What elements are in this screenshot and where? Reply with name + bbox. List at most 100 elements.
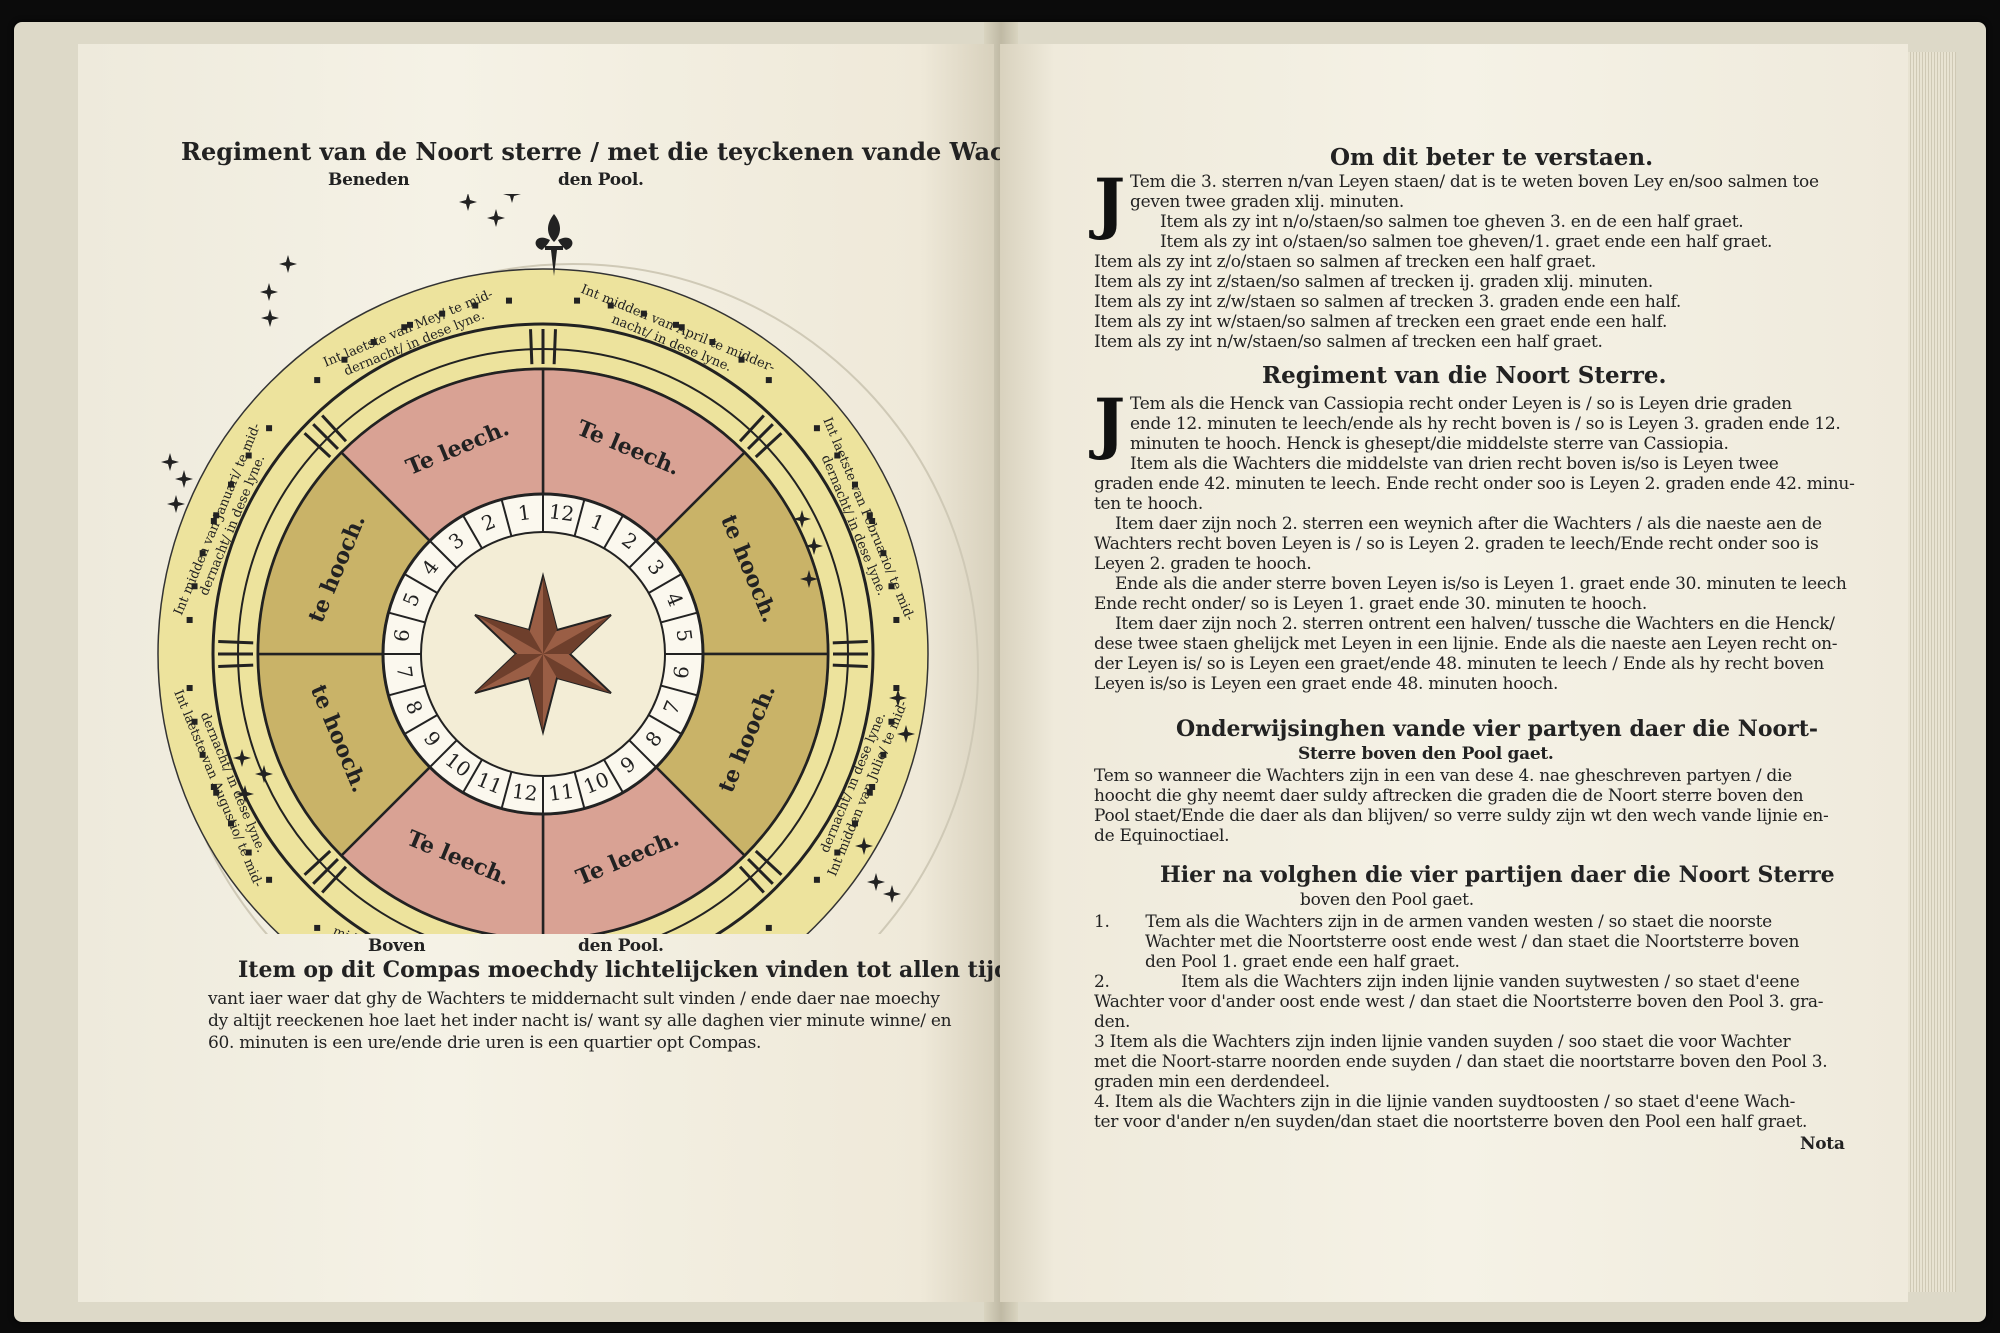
hour-divider [388, 611, 426, 624]
star-icon [167, 495, 185, 513]
star-icon [889, 689, 907, 707]
ring-tick [754, 432, 783, 459]
ring-dot [869, 783, 876, 790]
page-edges [1908, 52, 1956, 1292]
ring-tick [218, 640, 254, 645]
ring-dot [245, 452, 252, 459]
section2-line: der Leyen is/ so is Leyen een graet/ende… [1094, 654, 1824, 674]
ring-dot [407, 321, 414, 328]
left-text-line: dy altijt reeckenen hoe laet het inder n… [208, 1011, 952, 1031]
compass-diagram: Te leech.te hooch.te hooch.Te leech.Te l… [157, 194, 979, 934]
ring-dot [880, 550, 887, 557]
section1-line: Item als zy int n/w/staen/so salmen af t… [1094, 332, 1603, 352]
top-label-left: Beneden [328, 170, 410, 190]
star-icon [793, 510, 811, 528]
star-icon [236, 785, 254, 803]
ring-dot [851, 820, 858, 827]
hour-divider [462, 759, 483, 794]
ring-dot [314, 377, 321, 384]
hour-divider [603, 514, 624, 549]
ring-dot [893, 685, 900, 692]
ring-dot [813, 876, 820, 883]
hour-divider [660, 611, 698, 624]
hour-divider [403, 714, 438, 735]
hour-divider [573, 771, 586, 809]
star-icon [487, 209, 505, 227]
ring-dot [866, 789, 873, 796]
section2-line: Item daer zijn noch 2. sterren ontrent e… [1115, 614, 1835, 634]
hour-number: 6 [389, 628, 414, 644]
ring-dot [709, 339, 716, 346]
section2-title: Regiment van die Noort Sterre. [1262, 362, 1667, 389]
ring-tick [321, 414, 348, 443]
star-icon [261, 309, 279, 327]
star-icon [800, 570, 818, 588]
ring-dot [607, 302, 614, 309]
ring-tick [747, 858, 774, 885]
section4-line: met die Noort-starre noorden ende suyden… [1094, 1052, 1828, 1072]
section3-line: Pool staet/Ende die daer als dan blijven… [1094, 806, 1829, 826]
ring-tick [321, 865, 348, 894]
hour-divider [628, 540, 657, 569]
ring-dot [199, 751, 206, 758]
section4-line: Wachter met die Noortsterre oost ende we… [1094, 932, 1800, 952]
ring-dot [574, 297, 581, 304]
section4-line: den. [1094, 1012, 1131, 1032]
ring-dot [210, 783, 217, 790]
star-icon [459, 194, 477, 211]
hour-divider [500, 499, 513, 537]
ring-dot [866, 512, 873, 519]
hour-number: 11 [547, 779, 575, 806]
star-icon [867, 873, 885, 891]
open-book: Regiment van de Noort sterre / met die t… [14, 22, 1986, 1322]
star-icon [175, 470, 193, 488]
ring-dot [888, 583, 895, 590]
section2-line: graden ende 42. minuten te leech. Ende r… [1094, 474, 1855, 494]
section2-line: ende 12. minuten te leech/ende als hy re… [1130, 414, 1841, 434]
section1-line: Item als zy int o/staen/so salmen toe gh… [1160, 232, 1773, 252]
star-icon [897, 725, 915, 743]
tick-marks-group [186, 297, 900, 931]
ring-tick [303, 849, 332, 876]
ring-dot [813, 425, 820, 432]
hour-divider [403, 573, 438, 594]
section1-line: Item als zy int n/o/staen/so salmen toe … [1160, 212, 1744, 232]
ring-dot [266, 876, 273, 883]
hour-divider [388, 684, 426, 697]
left-page: Regiment van de Noort sterre / met die t… [78, 44, 1083, 1302]
hour-number: 1 [517, 500, 533, 525]
ring-dot [851, 481, 858, 488]
section2-line: Ende als die ander sterre boven Leyen is… [1115, 574, 1847, 594]
star-icon [233, 749, 251, 767]
section2-line: Ende recht onder/ so is Leyen 1. graet e… [1094, 594, 1647, 614]
hour-divider [429, 739, 458, 768]
hour-number: 5 [672, 628, 697, 644]
hour-divider [573, 499, 586, 537]
hour-divider [648, 714, 683, 735]
ring-line-outer [211, 322, 875, 934]
hour-divider [462, 514, 483, 549]
section3-line: Tem so wanneer die Wachters zijn in een … [1094, 766, 1792, 786]
ring-dot [439, 310, 446, 317]
ring-dot [210, 518, 217, 525]
star-icon [260, 283, 278, 301]
section2-dropcap: J [1094, 384, 1126, 462]
ring-dot [505, 297, 512, 304]
top-label-right: den Pool. [558, 170, 644, 190]
ring-dot [640, 310, 647, 317]
section2-line: ten te hooch. [1094, 494, 1203, 514]
section1-line: Item als zy int w/staen/so salmen af tre… [1094, 312, 1668, 332]
star-icon [805, 537, 823, 555]
hour-divider [648, 573, 683, 594]
ring-dot [370, 339, 377, 346]
ring-dot [678, 324, 685, 331]
section4-title-2: boven den Pool gaet. [1300, 890, 1474, 910]
star-icon [503, 194, 521, 203]
section1-line: Item als zy int z/staen/so salmen af tre… [1094, 272, 1654, 292]
section2-line: Leyen 2. graden te hooch. [1094, 554, 1312, 574]
ring-dot [401, 324, 408, 331]
section4-line: ter voor d'ander n/en suyden/dan staet d… [1094, 1112, 1808, 1132]
hour-divider [628, 739, 657, 768]
ring-dot [672, 321, 679, 328]
ring-dot [228, 820, 235, 827]
